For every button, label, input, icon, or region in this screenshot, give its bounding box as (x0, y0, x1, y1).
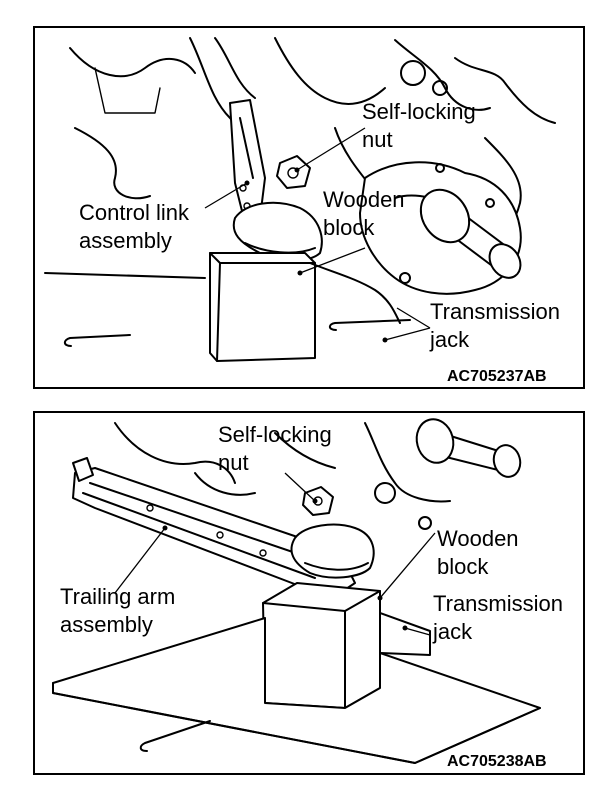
label-wooden-block: Wooden block (437, 525, 519, 581)
label-line: jack (433, 619, 473, 644)
output-shaft (419, 188, 522, 279)
figure-id-code: AC705238AB (447, 753, 547, 770)
label-line: Transmission (430, 299, 560, 324)
label-line: Self-locking (218, 422, 332, 447)
transmission-jack-edge (63, 262, 411, 347)
label-line: nut (218, 450, 249, 475)
suspension-housing-drawing (114, 422, 451, 530)
label-self-locking-nut: Self-locking nut (362, 98, 476, 154)
label-line: nut (362, 127, 393, 152)
label-line: Trailing arm (60, 584, 176, 609)
label-trailing-arm-assembly: Trailing arm assembly (60, 583, 175, 639)
lower-arm-end (232, 201, 323, 262)
label-wooden-block: Wooden block (323, 186, 405, 242)
label-line: Self-locking (362, 99, 476, 124)
label-self-locking-nut: Self-locking nut (218, 421, 332, 477)
label-line: block (437, 554, 489, 579)
label-line: assembly (79, 228, 172, 253)
control-link-illustration (44, 37, 556, 362)
trailing-arm-illustration (52, 418, 541, 764)
figure-control-link: Self-locking nut Control link assembly W… (33, 26, 585, 389)
wooden-block (262, 582, 381, 709)
trailing-arm-assembly (72, 457, 356, 594)
self-locking-nut (302, 486, 334, 516)
label-line: block (323, 215, 375, 240)
label-line: assembly (60, 612, 153, 637)
output-shaft (415, 418, 522, 478)
label-transmission-jack: Transmission jack (433, 590, 563, 646)
label-transmission-jack: Transmission jack (430, 298, 560, 354)
label-line: Transmission (433, 591, 563, 616)
suspension-housing-drawing (44, 37, 556, 279)
label-line: Wooden (323, 187, 405, 212)
leader-lines (204, 127, 431, 343)
wooden-block (209, 252, 316, 362)
transmission-jack-plate (52, 612, 541, 764)
lower-arm-end (290, 523, 375, 579)
label-line: Wooden (437, 526, 519, 551)
self-locking-nut (276, 155, 311, 189)
figure-id-code: AC705237AB (447, 368, 547, 385)
leader-lines (114, 472, 436, 636)
figure-trailing-arm: Self-locking nut Wooden block Trailing a… (33, 411, 585, 775)
label-control-link-assembly: Control link assembly (79, 199, 189, 255)
label-line: jack (430, 327, 470, 352)
label-line: Control link (79, 200, 190, 225)
